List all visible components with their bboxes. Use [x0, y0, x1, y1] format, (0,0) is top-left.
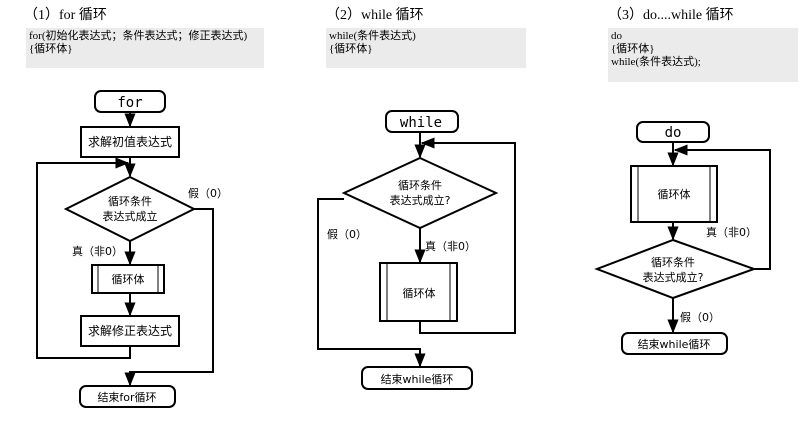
code-snippet-do-while: do {循环体} while(条件表达式);	[608, 28, 798, 82]
for-update-label: 求解修正表达式	[88, 323, 172, 338]
do-end-label: 结束while循环	[638, 338, 711, 351]
code-line: {循环体}	[329, 43, 373, 55]
for-condition-diamond	[63, 175, 197, 243]
while-body-box	[379, 262, 458, 322]
while-true-label: 真（非0）	[425, 239, 476, 253]
do-true-label: 真（非0）	[706, 225, 757, 239]
while-condition-diamond	[341, 156, 499, 230]
while-end-terminal	[361, 366, 473, 390]
for-false-label: 假（0）	[188, 186, 228, 200]
do-body-label: 循环体	[658, 187, 691, 201]
code-line: do	[611, 30, 622, 42]
code-line: while(条件表达式)	[329, 30, 416, 42]
for-start-label: for	[117, 95, 142, 111]
for-body-box	[91, 264, 165, 294]
for-condition-line1: 循环条件	[108, 194, 152, 208]
for-init-box	[80, 126, 180, 158]
while-start-terminal	[385, 110, 459, 133]
for-end-terminal	[79, 385, 176, 408]
while-loop-back-line	[419, 137, 516, 334]
do-condition-line2: 表达式成立?	[643, 270, 704, 284]
do-loop-back-line	[673, 144, 771, 270]
section-heading-while: （2）while 循环	[326, 8, 424, 23]
code-snippet-for: for(初始化表达式；条件表达式；修正表达式) {循环体}	[26, 28, 264, 68]
for-exit-line	[124, 208, 214, 387]
while-flowchart	[317, 110, 516, 390]
do-end-terminal	[621, 332, 728, 355]
do-start-label: do	[665, 125, 682, 141]
code-line: {循环体}	[29, 43, 73, 55]
section-heading-do-while: （3）do....while 循环	[608, 8, 734, 23]
do-while-flowchart	[594, 121, 771, 355]
for-loop-back-line	[36, 157, 131, 359]
for-condition-line2: 表达式成立	[103, 209, 158, 223]
do-condition-diamond	[594, 238, 757, 300]
while-condition-line2: 表达式成立?	[390, 193, 451, 207]
for-true-label: 真（非0）	[72, 244, 123, 258]
section-heading-for: （1）for 循环	[24, 8, 107, 23]
do-false-label: 假（0）	[680, 310, 720, 324]
while-body-label: 循环体	[403, 286, 436, 300]
code-snippet-while: while(条件表达式) {循环体}	[326, 28, 526, 68]
for-flowchart	[36, 90, 214, 408]
while-start-label: while	[400, 115, 442, 131]
while-condition-line1: 循环条件	[398, 178, 442, 192]
while-end-label: 结束while循环	[381, 373, 454, 386]
do-body-box	[630, 165, 718, 223]
for-update-box	[80, 315, 180, 347]
for-end-label: 结束for循环	[97, 391, 156, 404]
code-line: while(条件表达式);	[611, 56, 701, 68]
do-condition-line1: 循环条件	[651, 255, 695, 269]
while-exit-line	[317, 198, 426, 368]
while-false-label: 假（0）	[327, 227, 367, 241]
for-init-label: 求解初值表达式	[88, 134, 172, 149]
for-body-label: 循环体	[112, 272, 145, 286]
code-line: for(初始化表达式；条件表达式；修正表达式)	[29, 30, 248, 42]
code-line: {循环体}	[611, 43, 655, 55]
